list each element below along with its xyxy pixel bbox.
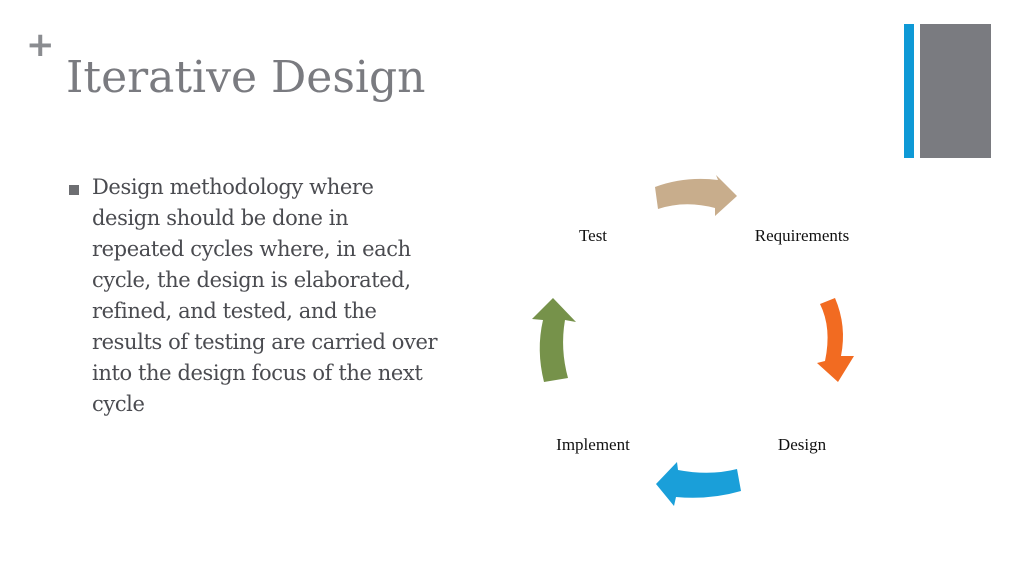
bullet-list: Design methodology where design should b…	[66, 172, 446, 420]
stage-label-requirements: Requirements	[754, 226, 850, 245]
plus-icon: +	[26, 25, 55, 65]
accent-bar-blue	[904, 24, 914, 158]
stage-label-implement: Implement	[556, 435, 630, 454]
accent-bar-gray	[920, 24, 991, 158]
cycle-arrows	[532, 175, 854, 506]
arrow-implement-to-test	[532, 298, 576, 382]
bullet-text: Design methodology where design should b…	[92, 175, 438, 416]
arrow-test-to-requirements	[655, 175, 737, 216]
arrow-requirements-to-design	[817, 298, 854, 382]
iterative-cycle-diagram: Requirements Design Implement Test	[520, 160, 900, 520]
square-bullet-icon	[69, 185, 79, 195]
arrow-design-to-implement	[656, 462, 741, 506]
stage-label-test: Test	[578, 226, 608, 245]
stage-label-design: Design	[777, 435, 827, 454]
slide-title: Iterative Design	[66, 52, 426, 103]
